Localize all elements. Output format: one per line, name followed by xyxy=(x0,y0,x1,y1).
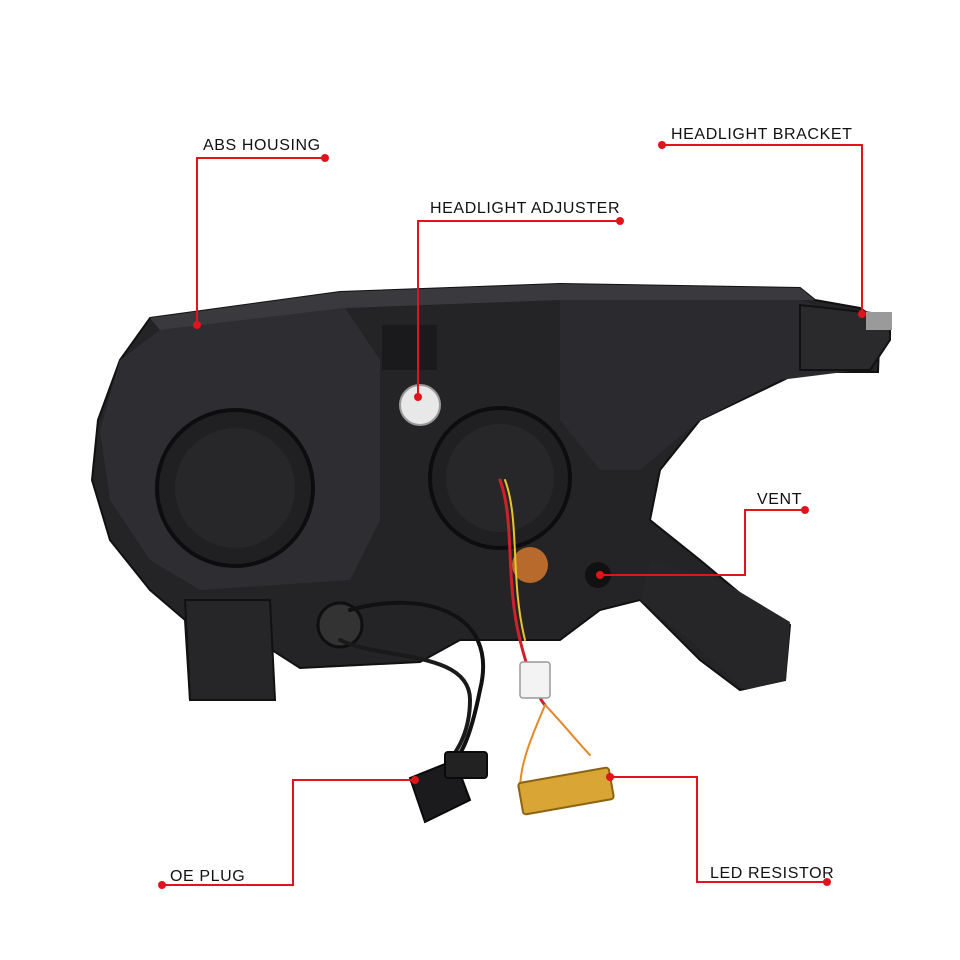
callout-headlight-adjuster: HEADLIGHT ADJUSTER xyxy=(414,200,624,401)
wire-yellow xyxy=(504,479,526,641)
led-resistor-illustration xyxy=(517,766,615,816)
vent-label: VENT xyxy=(757,491,802,508)
housing-top-rim xyxy=(150,284,815,330)
callouts: ABS HOUSING HEADLIGHT ADJUSTER HEADLIGHT… xyxy=(158,126,866,889)
headlight-adjuster-dot-start xyxy=(414,393,422,401)
headlight-bracket-leader xyxy=(662,144,863,314)
oe-plug-label: OE PLUG xyxy=(170,868,245,885)
abs-housing-dot-end xyxy=(321,154,329,162)
headlight-bracket-label: HEADLIGHT BRACKET xyxy=(671,126,853,143)
vent-leader xyxy=(600,509,805,576)
bracket-tab xyxy=(866,312,892,330)
abs-housing-dot-start xyxy=(193,321,201,329)
oe-plug-dot-end xyxy=(158,881,166,889)
callout-vent: VENT xyxy=(596,491,809,579)
led-resistor-dot-start xyxy=(606,773,614,781)
bulb-socket xyxy=(316,601,364,649)
headlight-bracket-dot-end xyxy=(858,310,866,318)
abs-housing-leader xyxy=(196,157,325,325)
lower-right-leg xyxy=(640,560,790,690)
vent-dot-end xyxy=(801,506,809,514)
callout-headlight-bracket: HEADLIGHT BRACKET xyxy=(658,126,866,318)
abs-housing-label: ABS HOUSING xyxy=(203,137,321,154)
led-resistor-leader xyxy=(610,776,827,883)
headlight-bracket-dot-start xyxy=(658,141,666,149)
led-board xyxy=(512,547,548,583)
adjuster-boss xyxy=(382,325,437,370)
lower-left-leg xyxy=(183,599,277,701)
headlight-adjuster-dot-end xyxy=(616,217,624,225)
wire-orange-2 xyxy=(519,704,546,791)
oe-plug-illustration xyxy=(408,751,488,824)
led-resistor-body xyxy=(517,766,615,816)
housing-right-flank xyxy=(560,300,860,470)
callout-led-resistor: LED RESISTOR xyxy=(606,773,834,886)
led-resistor-dot-end xyxy=(823,878,831,886)
callout-oe-plug: OE PLUG xyxy=(158,776,419,889)
headlight-assembly-illustration xyxy=(90,282,892,701)
oe-plug-dot-start xyxy=(411,776,419,784)
dust-cap-left-inner xyxy=(175,428,295,548)
headlight-adjuster-label: HEADLIGHT ADJUSTER xyxy=(430,200,620,217)
oe-plug-leader xyxy=(162,779,415,886)
callout-abs-housing: ABS HOUSING xyxy=(193,137,329,329)
headlight-adjuster-leader xyxy=(417,220,620,397)
wire-orange-1 xyxy=(544,704,591,756)
adjuster-knob xyxy=(399,384,441,426)
led-resistor-label: LED RESISTOR xyxy=(710,865,834,882)
dust-cap-center-inner xyxy=(446,424,554,532)
oe-plug-latch xyxy=(444,751,488,779)
vent-dot-start xyxy=(596,571,604,579)
inline-connector xyxy=(519,661,551,699)
